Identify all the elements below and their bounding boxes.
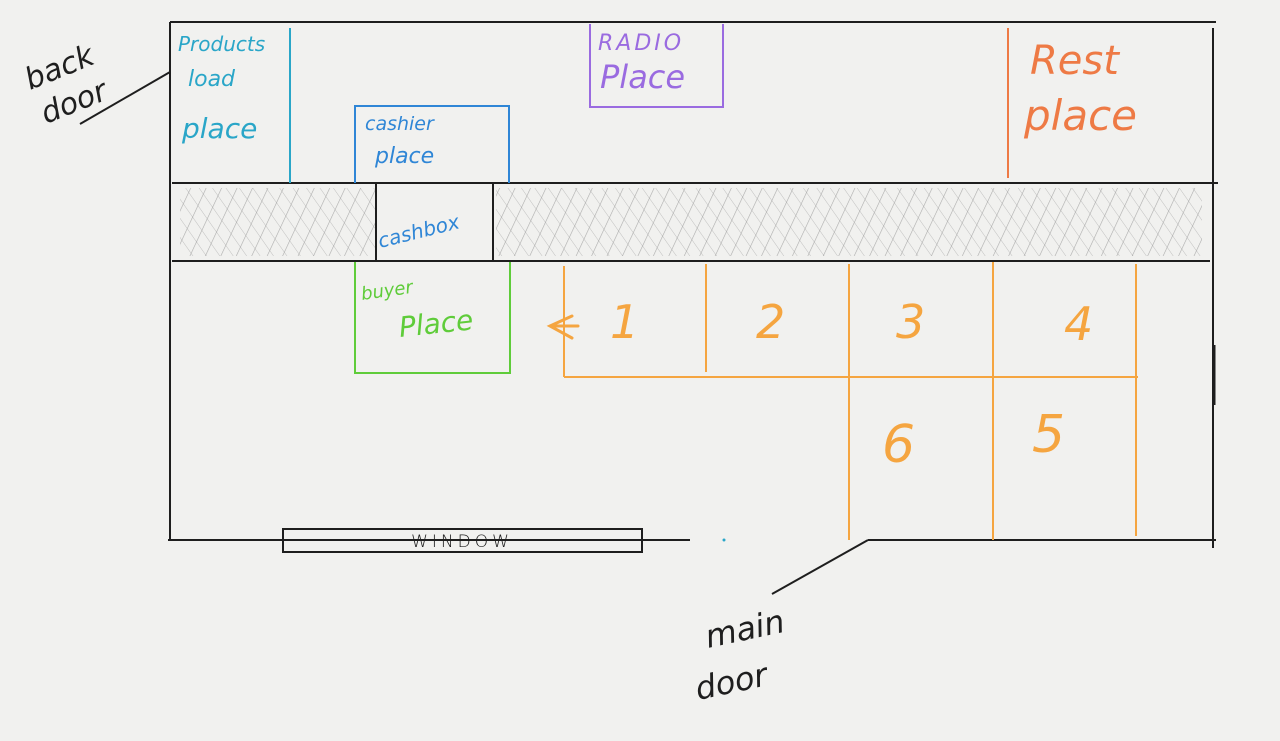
back-door-line (79, 71, 171, 125)
queue-direction-arrow-icon (546, 314, 580, 340)
queue-spot-2: 2 (756, 295, 785, 349)
buyer-zone: buyer Place (354, 262, 511, 374)
rest-label-2: place (1023, 91, 1137, 140)
outer-walls (168, 21, 1216, 548)
cashier-label-2: place (374, 144, 434, 169)
window-label: WINDOW (411, 532, 513, 552)
rest-label-1: Rest (1030, 38, 1120, 84)
main-door-label-1: main (702, 602, 788, 656)
main-door-label-2: door (692, 655, 773, 708)
queue-spot-4: 4 (1064, 297, 1093, 351)
rest-zone: Rest place (1007, 28, 1137, 178)
queue-spot-6: 6 (882, 415, 915, 475)
window: WINDOW (282, 528, 643, 553)
products-load-zone: Products load place (178, 28, 291, 183)
buyer-label-1: buyer (360, 277, 416, 305)
buyer-label-2: Place (397, 303, 474, 344)
queue-spot-3: 3 (896, 295, 925, 349)
queue-grid (563, 262, 1138, 540)
counter (172, 182, 1218, 262)
products-label-2: load (188, 67, 236, 92)
cashier-zone: cashier place (354, 105, 510, 183)
products-label-3: place (181, 112, 257, 145)
queue-spot-1: 1 (610, 295, 639, 349)
radio-zone: RADIO Place (589, 24, 724, 108)
dot-mark (722, 538, 726, 542)
cashier-label-1: cashier (365, 113, 435, 135)
main-door-line (771, 539, 869, 595)
radio-label-1: RADIO (598, 31, 684, 56)
radio-label-2: Place (600, 58, 685, 96)
cashbox-label: cashbox (375, 209, 462, 252)
cashbox-zone: cashbox (375, 184, 494, 260)
queue-spot-5: 5 (1032, 405, 1065, 465)
products-label-1: Products (178, 32, 265, 56)
